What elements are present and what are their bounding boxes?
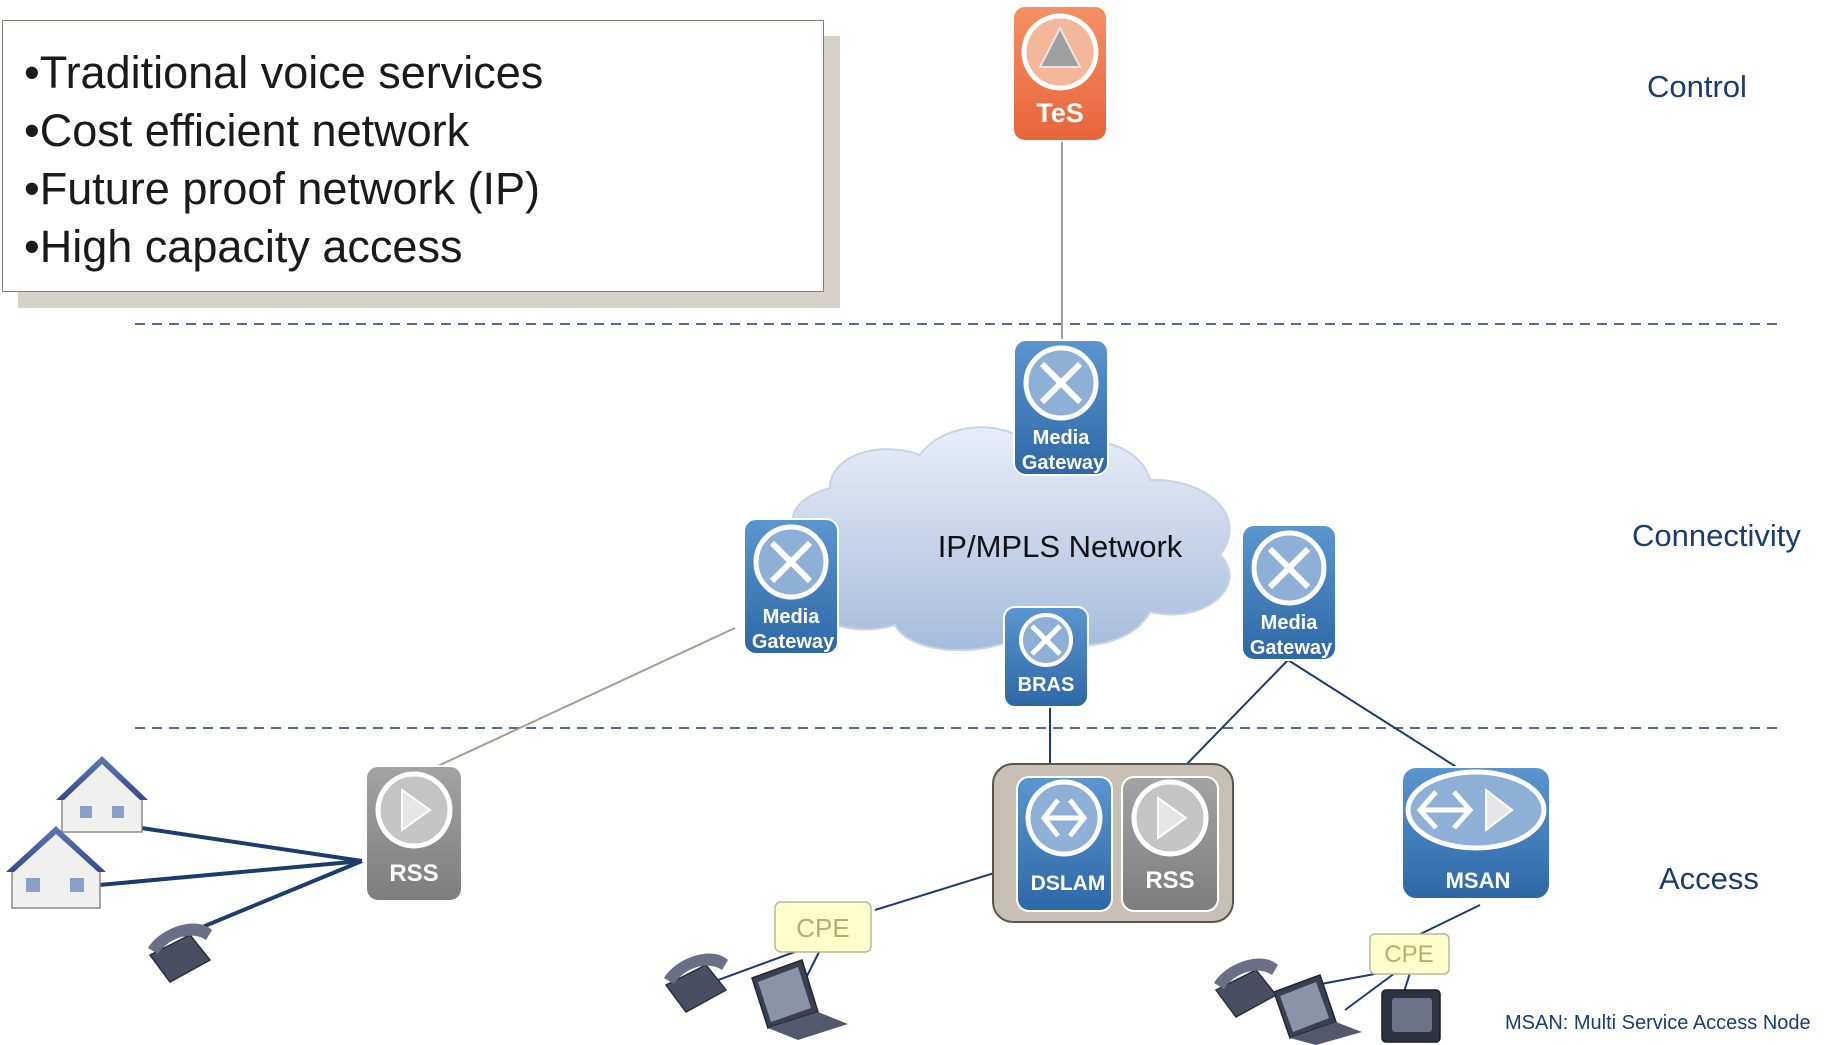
tes-node: TeS <box>1012 5 1108 142</box>
footnote: MSAN: Multi Service Access Node <box>1505 1012 1811 1034</box>
msan-node: MSAN <box>1401 766 1551 900</box>
triangle-icon <box>1038 25 1082 68</box>
mg-left-line1: Media <box>763 606 821 628</box>
laptop-icon <box>1273 974 1362 1045</box>
rss-left-label: RSS <box>389 860 438 887</box>
layer-label-control: Control <box>1647 69 1747 104</box>
arrows-icon <box>1416 790 1474 830</box>
telephone-icon <box>1214 958 1278 1018</box>
link-cpe-laptop-right <box>1344 972 1396 1011</box>
laptop-icon <box>751 959 848 1040</box>
play-icon <box>1485 787 1514 833</box>
house-icon <box>6 826 106 909</box>
media-gateway-left: Media Gateway <box>743 518 839 655</box>
telephone-icon <box>148 923 212 983</box>
layer-label-connectivity: Connectivity <box>1632 518 1801 553</box>
play-icon <box>1157 796 1188 840</box>
mg-right-line2: Gateway <box>1250 637 1333 659</box>
link-mg-right-rss <box>1184 659 1289 767</box>
mg-right-line1: Media <box>1261 612 1319 634</box>
tes-label: TeS <box>1036 98 1084 128</box>
link-rss-house2 <box>87 859 363 888</box>
layer-label-access: Access <box>1659 861 1759 896</box>
link-mg-right-msan <box>1287 659 1459 769</box>
media-gateway-top: Media Gateway <box>1013 339 1109 476</box>
cpe-mid: CPE <box>774 901 872 953</box>
bullet-item: •Traditional voice services <box>24 47 544 98</box>
switch-cross-icon <box>1039 361 1083 405</box>
link-cpe-phone-mid <box>709 949 801 984</box>
bras-label: BRAS <box>1018 674 1075 696</box>
arrows-icon <box>1040 798 1088 838</box>
rss-left-node: RSS <box>365 765 463 902</box>
link-rss-phone <box>182 859 363 937</box>
bras-node: BRAS <box>1003 606 1089 708</box>
cpe-mid-label: CPE <box>796 913 849 943</box>
link-rss-house1 <box>127 824 363 863</box>
bullet-item: •High capacity access <box>24 221 463 272</box>
bullet-list: •Traditional voice services •Cost effici… <box>24 44 543 276</box>
dslam-label: DSLAM <box>1031 872 1106 895</box>
bullet-item: •Cost efficient network <box>24 105 470 156</box>
ip-mpls-cloud <box>792 426 1231 652</box>
bullet-item: •Future proof network (IP) <box>24 163 540 214</box>
switch-cross-icon <box>1267 546 1311 590</box>
mg-top-line2: Gateway <box>1022 452 1105 474</box>
mg-left-line2: Gateway <box>752 631 835 653</box>
rss-mid-label: RSS <box>1145 867 1194 894</box>
rss-mid-node: RSS <box>1121 776 1219 912</box>
tv-icon <box>1381 989 1441 1043</box>
play-icon <box>401 788 432 832</box>
dslam-node: DSLAM <box>1016 776 1113 912</box>
house-icon <box>56 756 148 833</box>
cloud-label: IP/MPLS Network <box>938 529 1183 564</box>
mg-top-line1: Media <box>1033 427 1091 449</box>
bullet-box <box>2 20 824 292</box>
msan-label: MSAN <box>1446 868 1511 893</box>
cpe-right-label: CPE <box>1384 941 1433 968</box>
switch-cross-icon <box>769 540 813 584</box>
cpe-right: CPE <box>1369 933 1450 975</box>
switch-cross-icon <box>1030 624 1062 656</box>
telephone-icon <box>664 953 728 1013</box>
media-gateway-right: Media Gateway <box>1241 524 1337 661</box>
link-mg-left-rss <box>424 627 736 773</box>
